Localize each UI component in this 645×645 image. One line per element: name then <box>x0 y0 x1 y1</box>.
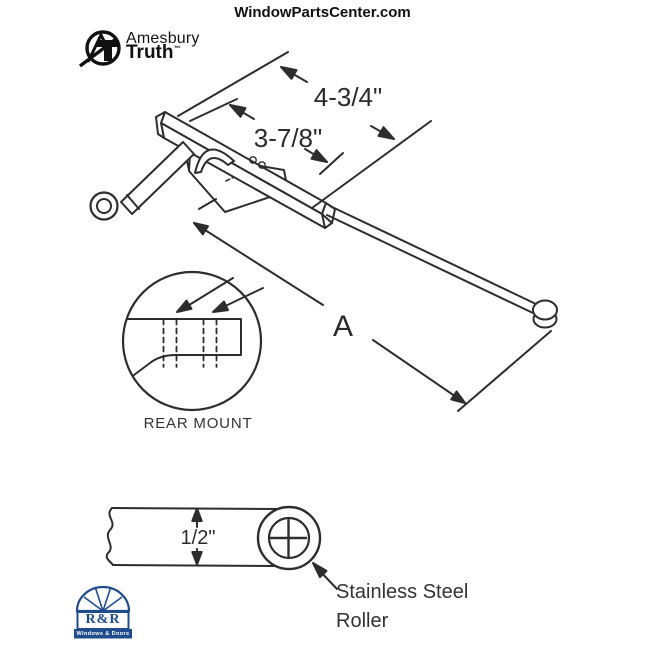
dimension-3-7-8 <box>189 98 344 175</box>
brand-name-amesbury: Amesbury <box>126 30 200 47</box>
roller-callout-line2: Roller <box>336 610 389 632</box>
site-title: WindowPartsCenter.com <box>234 4 411 21</box>
rr-logo-icon <box>74 585 132 639</box>
amesbury-truth-logo-icon <box>78 30 121 68</box>
rear-mount-detail <box>121 270 264 412</box>
rr-logo-tagline: Windows & Doors <box>76 630 130 637</box>
dimension-4-3-4 <box>177 51 432 209</box>
worm-gear-housing <box>194 148 235 174</box>
brand-name-truth: Truth™ <box>126 42 181 64</box>
crank-handle <box>89 141 195 221</box>
thickness-label: 1/2" <box>180 527 216 549</box>
link-arm <box>326 205 537 314</box>
roller-cross-section <box>105 505 338 590</box>
brand-name-truth-text: Truth <box>126 42 174 63</box>
dimension-label-a: A <box>332 310 354 343</box>
casement-operator <box>89 51 558 590</box>
arm-roller <box>532 299 558 329</box>
dimension-label-3-7-8: 3-7/8" <box>253 123 323 153</box>
mounting-bar <box>155 111 336 229</box>
dimension-label-4-3-4: 4-3/4" <box>313 82 383 112</box>
rear-mount-label: REAR MOUNT <box>143 415 253 432</box>
rr-logo-initials: R&R <box>85 612 121 627</box>
dimension-a <box>193 198 552 412</box>
trademark-symbol: ™ <box>173 45 181 53</box>
roller-callout-line1: Stainless Steel <box>336 581 469 603</box>
roller-callout: Stainless Steel Roller <box>336 578 468 636</box>
